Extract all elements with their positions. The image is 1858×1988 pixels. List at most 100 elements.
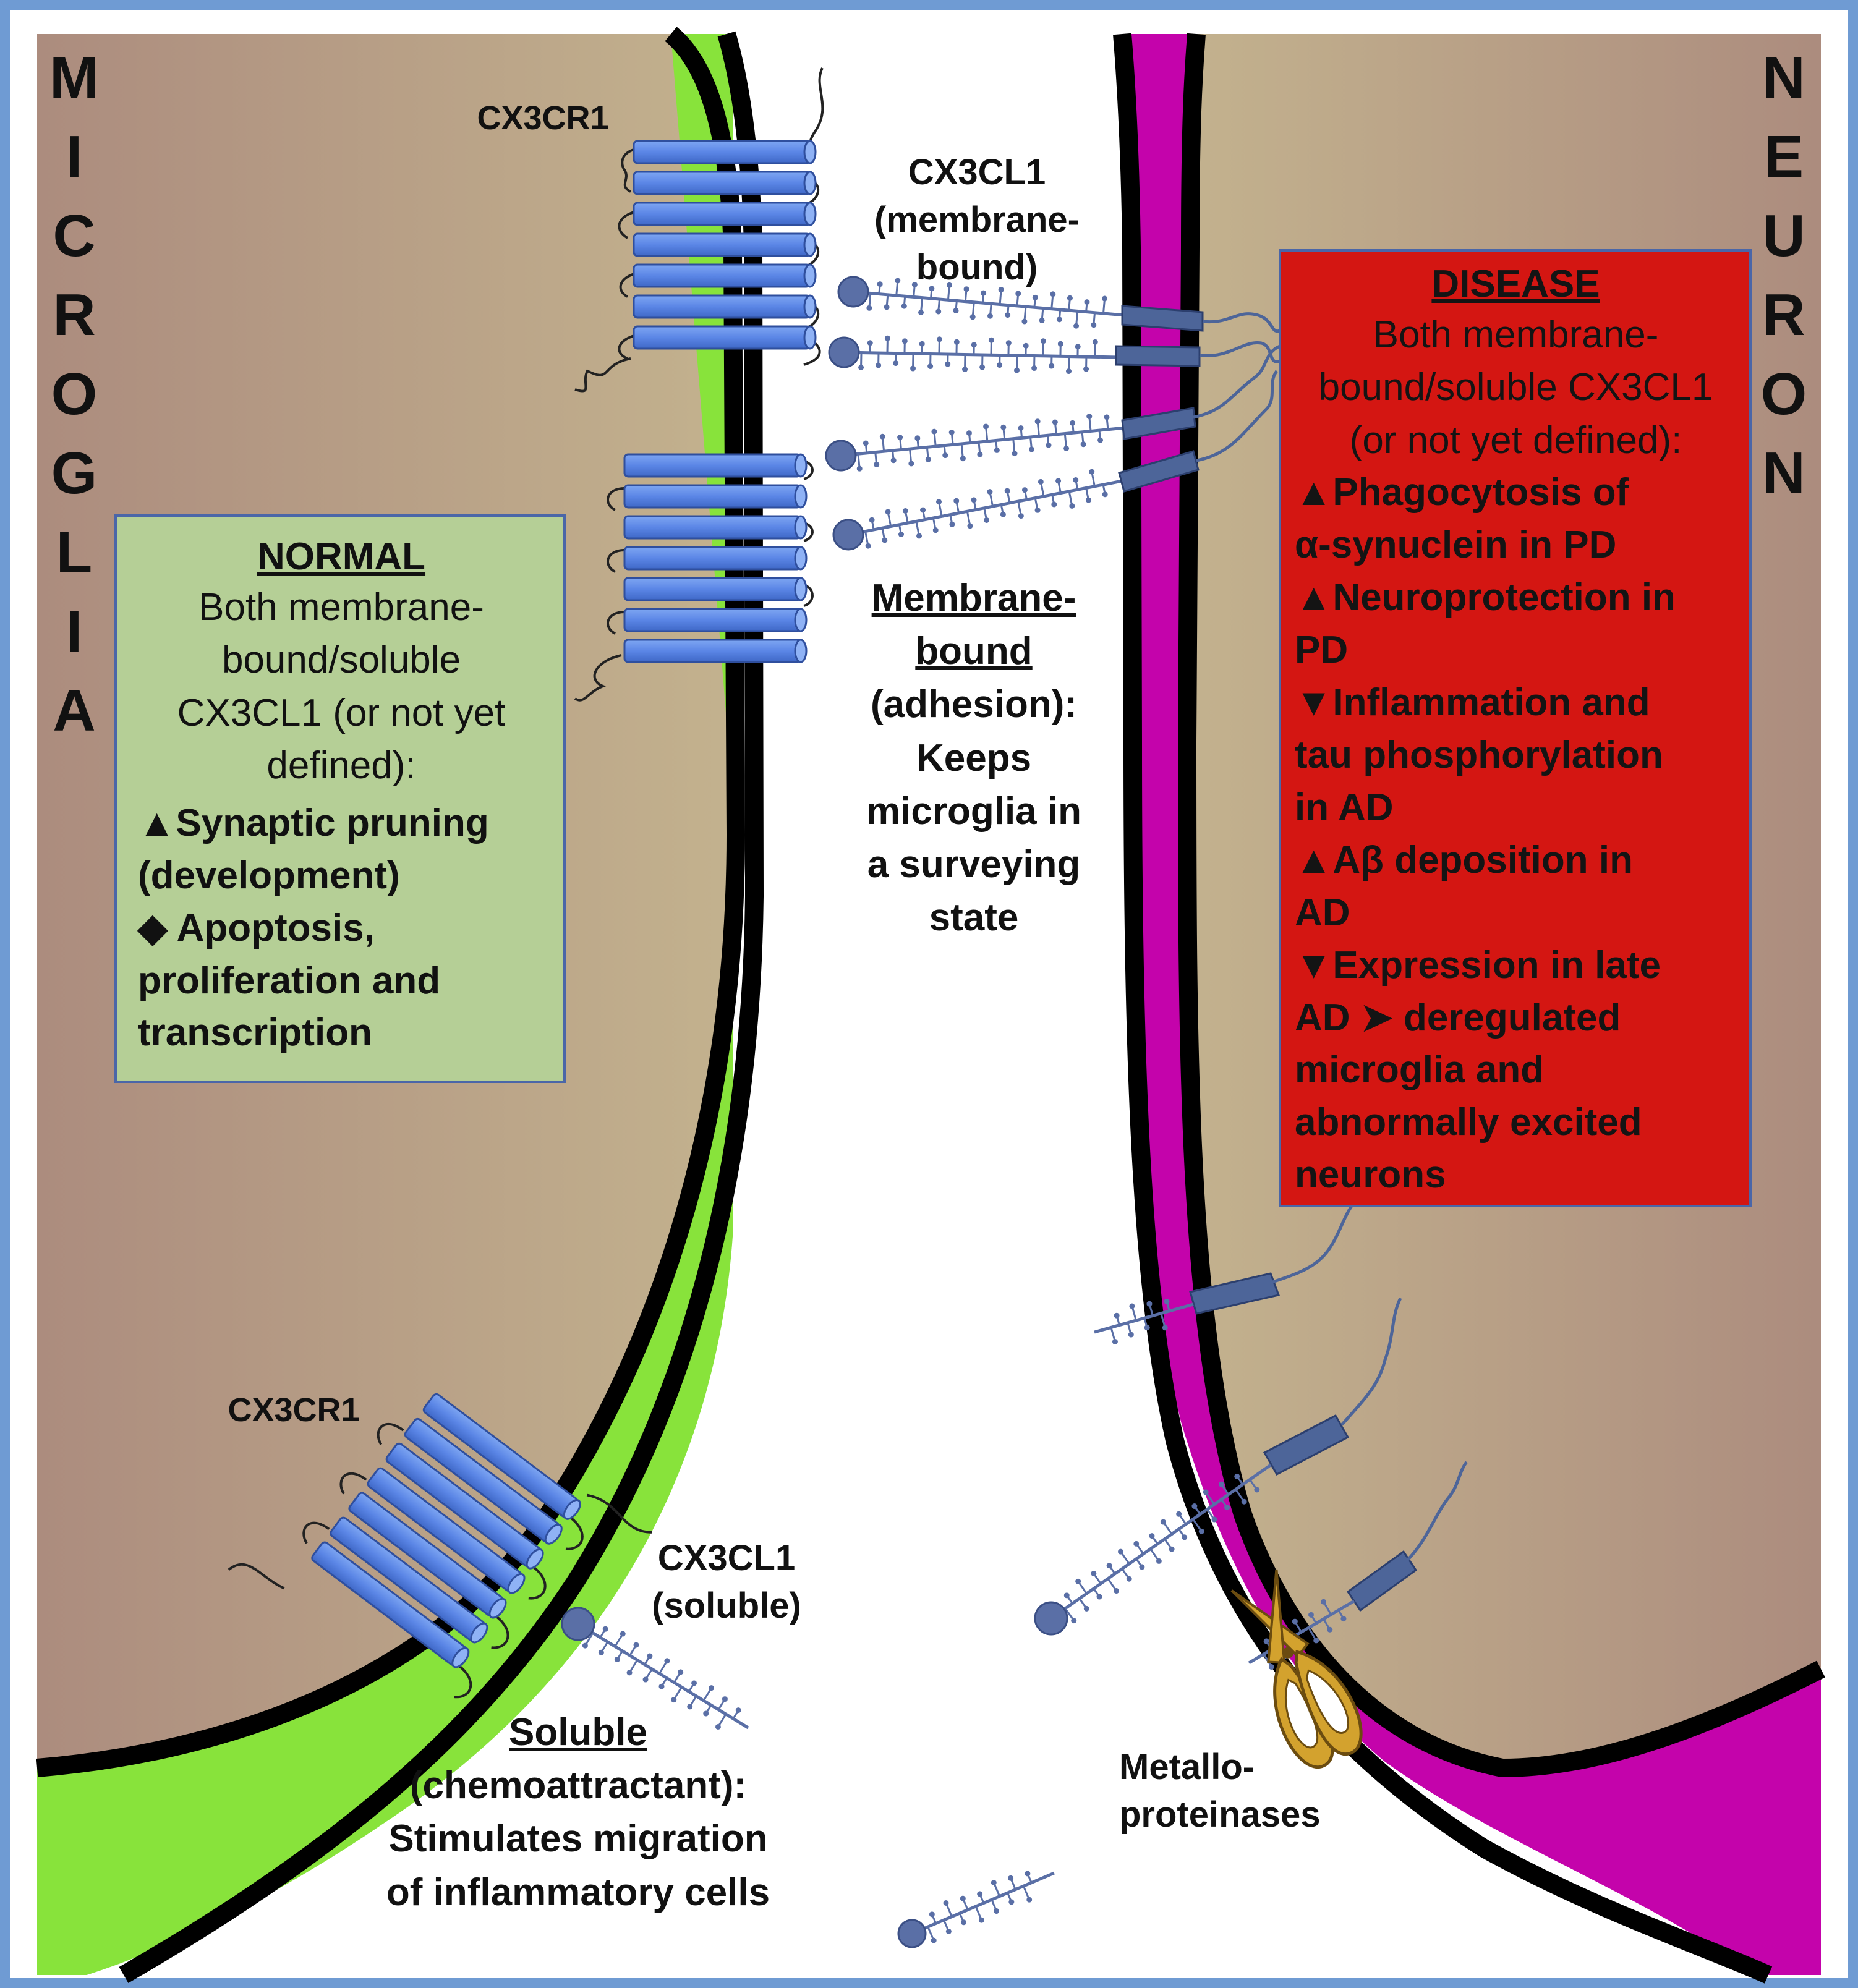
cx3cl1-membrane-line: (membrane-: [874, 200, 1080, 240]
membrane-bound-ligand: [828, 335, 1120, 375]
cx3cr1-top-label: CX3CR1: [477, 100, 609, 137]
microglia-letter: I: [66, 598, 83, 665]
normal-box-items: ▲Synaptic pruning (development) ◆ Apopto…: [138, 797, 545, 1060]
microglia-letter: G: [51, 440, 98, 506]
receptor-helix: [633, 294, 817, 319]
normal-box: NORMAL Both membrane- bound/soluble CX3C…: [114, 514, 566, 1083]
neuron-letter: N: [1762, 440, 1805, 506]
disease-item: ▼Inflammation and: [1295, 681, 1650, 724]
microglia-membrane: [37, 34, 736, 1975]
soluble-title: Soluble: [509, 1711, 647, 1754]
disease-intro-line: bound/soluble CX3CL1: [1318, 366, 1713, 409]
cx3cr1-bottom-receptor: [228, 1393, 652, 1699]
metalloproteinases-line: Metallo-: [1119, 1747, 1255, 1787]
receptor-helix: [623, 577, 808, 601]
normal-item: proliferation and: [138, 959, 441, 1002]
neuron-letter: U: [1762, 203, 1805, 269]
neuron-letter: O: [1760, 361, 1807, 427]
receptor-helix: [623, 639, 808, 663]
receptor-helix: [633, 232, 817, 257]
disease-item: tau phosphorylation: [1295, 733, 1663, 776]
disease-item: ▲Neuroprotection in: [1295, 576, 1676, 619]
microglia-letter: C: [53, 203, 96, 269]
membrane-bound-description: Membrane- bound (adhesion): Keeps microg…: [822, 572, 1125, 945]
microglia-letter: I: [66, 124, 83, 190]
microglia-letter: O: [51, 361, 98, 427]
receptor-helix: [633, 140, 817, 164]
disease-item: α-synuclein in PD: [1295, 524, 1617, 567]
receptor-helix: [623, 546, 808, 571]
metalloproteinases-line: proteinases: [1119, 1795, 1321, 1835]
receptor-helix: [633, 325, 817, 350]
disease-box: DISEASE Both membrane- bound/soluble CX3…: [1279, 249, 1752, 1207]
normal-box-intro: Both membrane- bound/soluble CX3CL1 (or …: [138, 581, 545, 792]
disease-box-items: ▲Phagocytosis of α-synuclein in PD ▲Neurop…: [1295, 467, 1737, 1202]
cleaved-ligand-fragment: [897, 1871, 1055, 1948]
disease-item: PD: [1295, 628, 1349, 671]
disease-item: neurons: [1295, 1153, 1446, 1197]
metalloproteinases-label: Metallo- proteinases: [1119, 1743, 1366, 1838]
cx3cl1-membrane-line: CX3CL1: [908, 152, 1046, 192]
receptor-helix: [623, 484, 808, 509]
receptor-helix: [623, 608, 808, 632]
neuron-lower-anchors: [1189, 1272, 1418, 1612]
membrane-bound-ligand: [837, 276, 1126, 329]
receptor-helix: [404, 1417, 563, 1545]
normal-item: ◆ Apoptosis,: [138, 906, 375, 949]
cx3cl1-soluble-line: (soluble): [652, 1586, 801, 1626]
receptor-helix: [623, 453, 808, 478]
normal-item: transcription: [138, 1011, 372, 1055]
membrane-bound-title-line: bound: [915, 630, 1033, 673]
membrane-bound-body-line: Keeps: [916, 736, 1032, 779]
disease-box-title: DISEASE: [1431, 263, 1600, 305]
disease-item: abnormally excited: [1295, 1101, 1642, 1144]
neuron-letter: R: [1762, 282, 1805, 348]
neuron-inner-line: [1177, 33, 1825, 1778]
receptor-helix: [633, 202, 817, 226]
disease-item: AD ➤ deregulated: [1295, 996, 1621, 1039]
receptor-helix: [348, 1492, 507, 1619]
normal-intro-line: bound/soluble: [221, 639, 461, 682]
free-ligand-fragment: [897, 1871, 1055, 1948]
neuron-letter: E: [1763, 124, 1804, 190]
soluble-body-line: of inflammatory cells: [386, 1871, 770, 1914]
membrane-bound-body-line: state: [929, 896, 1019, 940]
released-ligand: [1034, 1463, 1272, 1636]
receptor-helix: [422, 1393, 581, 1520]
soluble-description: Soluble (chemoattractant): Stimulates mi…: [334, 1706, 822, 1919]
cx3cr1-middle-receptor: [574, 453, 814, 702]
receptor-helix: [385, 1442, 544, 1570]
cx3cl1-membrane-line: bound): [916, 247, 1038, 288]
cx3cr1-bottom-label: CX3CR1: [228, 1391, 360, 1429]
membrane-bound-body-line: microglia in: [866, 789, 1081, 833]
normal-box-title: NORMAL: [257, 535, 426, 578]
disease-item: ▲Phagocytosis of: [1295, 471, 1629, 514]
normal-intro-line: CX3CL1 (or not yet: [177, 691, 506, 734]
receptor-helix: [330, 1516, 488, 1644]
membrane-bound-ligand: [825, 414, 1126, 472]
scissors-icon: [1230, 1569, 1363, 1769]
membrane-bound-body-line: a surveying: [867, 843, 1081, 886]
normal-intro-line: Both membrane-: [198, 585, 484, 629]
disease-item: AD: [1295, 891, 1350, 934]
neuron-letter: N: [1762, 45, 1805, 111]
cx3cl1-soluble-line: CX3CL1: [657, 1538, 796, 1578]
soluble-ligand: [561, 1607, 749, 1730]
soluble-body-line: (chemoattractant):: [409, 1764, 747, 1807]
receptor-helix: [633, 171, 817, 195]
disease-intro-line: Both membrane-: [1373, 313, 1659, 356]
membrane-bound-ligand: [832, 469, 1123, 551]
receptor-helix: [623, 515, 808, 540]
cx3cl1-soluble-label: CX3CL1 (soluble): [624, 1534, 829, 1629]
normal-intro-line: defined):: [266, 744, 416, 788]
disease-box-intro: Both membrane- bound/soluble CX3CL1 (or …: [1295, 308, 1737, 467]
neuron-outer-line: [1113, 33, 1773, 1984]
receptor-helix: [311, 1541, 470, 1668]
microglia-letter: R: [53, 282, 96, 348]
disease-item: microglia and: [1295, 1048, 1545, 1092]
microglia-letter: A: [53, 678, 96, 744]
cx3cl1-membrane-label: CX3CL1 (membrane- bound): [853, 148, 1101, 291]
disease-item: ▼Expression in late: [1295, 943, 1661, 987]
cx3cr1-top-receptor: [574, 67, 824, 393]
